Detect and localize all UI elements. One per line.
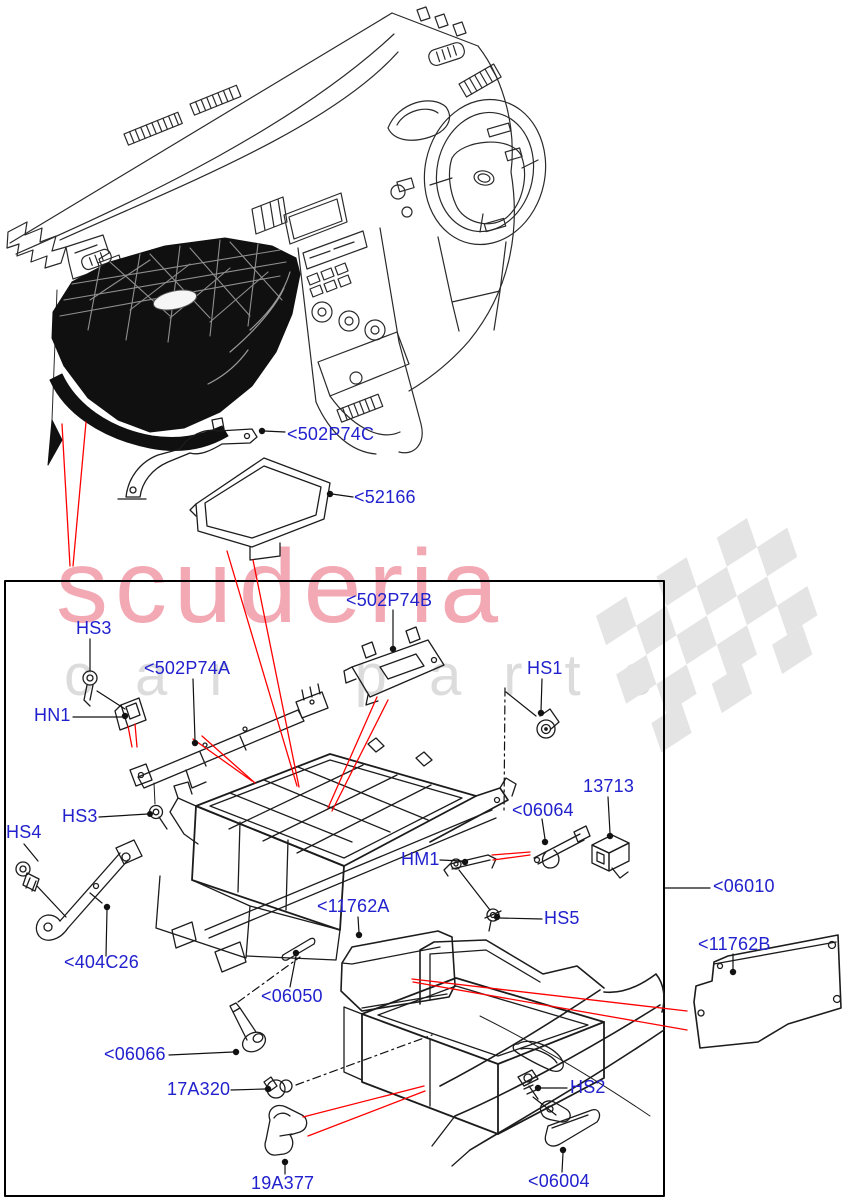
glovebox-highlight — [47, 237, 301, 466]
part-label-HM1[interactable]: HM1 — [401, 849, 440, 869]
red-leader-lines — [61, 421, 688, 1137]
part-screw-hs4 — [15, 861, 40, 892]
part-clip-hn1 — [114, 697, 147, 731]
part-label-HS2[interactable]: HS2 — [570, 1077, 606, 1097]
part-module-13713 — [591, 834, 630, 879]
part-label-404C26[interactable]: <404C26 — [64, 952, 139, 972]
part-label-13713[interactable]: 13713 — [583, 776, 635, 796]
part-panel-11762A — [340, 930, 456, 1012]
part-label-HS3-lower[interactable]: HS3 — [62, 806, 98, 826]
part-screw-hs1 — [536, 708, 560, 739]
part-label-11762A[interactable]: <11762A — [317, 896, 390, 916]
checkered-flag-watermark — [596, 517, 818, 753]
part-pin-06050 — [281, 937, 316, 961]
part-label-11762B[interactable]: <11762B — [698, 934, 771, 954]
part-label-502P74B[interactable]: <502P74B — [346, 590, 433, 610]
part-striker-06064 — [533, 825, 591, 869]
part-label-06004[interactable]: <06004 — [528, 1171, 590, 1191]
part-screw-hs5 — [484, 908, 502, 932]
part-label-HS3-upper[interactable]: HS3 — [76, 618, 112, 638]
leader-endpoint-dots — [103, 427, 737, 1166]
part-label-06064[interactable]: <06064 — [512, 800, 574, 820]
part-label-06050[interactable]: <06050 — [261, 986, 323, 1006]
part-bracket-502P74C — [117, 417, 258, 500]
dashboard-illustration — [6, 6, 547, 455]
part-bracket-502P74B — [343, 626, 445, 706]
part-label-HS5[interactable]: HS5 — [544, 908, 580, 928]
part-rail-502P74A — [129, 683, 329, 789]
part-lamp-19A377 — [264, 1104, 308, 1156]
watermark-brand: scuderia — [56, 529, 506, 645]
part-label-06010[interactable]: <06010 — [713, 876, 775, 896]
part-label-06066[interactable]: <06066 — [104, 1044, 166, 1064]
part-label-HS1[interactable]: HS1 — [527, 658, 563, 678]
part-label-HS4[interactable]: HS4 — [6, 822, 42, 842]
part-bin — [343, 939, 605, 1135]
label-leader-lines — [23, 430, 734, 1175]
part-screw-hs2 — [517, 1069, 539, 1100]
part-cover-52166 — [189, 457, 331, 561]
part-screw-hs3-upper — [82, 670, 98, 707]
part-label-17A320[interactable]: 17A320 — [167, 1079, 231, 1099]
part-label-HN1[interactable]: HN1 — [34, 705, 71, 725]
part-damper-06066 — [229, 1002, 267, 1053]
part-label-502P74C[interactable]: <502P74C — [287, 424, 375, 444]
part-door-06010 — [431, 973, 665, 1167]
part-lever-hm1 — [443, 854, 497, 877]
part-label-19A377[interactable]: 19A377 — [251, 1173, 315, 1193]
part-label-52166[interactable]: <52166 — [354, 487, 416, 507]
part-panel-11762B — [693, 934, 842, 1049]
parts-box-border — [4, 580, 665, 1197]
part-latch-06004 — [539, 1100, 601, 1147]
part-label-502P74A[interactable]: <502P74A — [144, 658, 231, 678]
part-screw-hs3-lower — [148, 782, 168, 830]
part-arm-404C26 — [35, 839, 143, 941]
part-glovebox-housing — [155, 737, 517, 973]
